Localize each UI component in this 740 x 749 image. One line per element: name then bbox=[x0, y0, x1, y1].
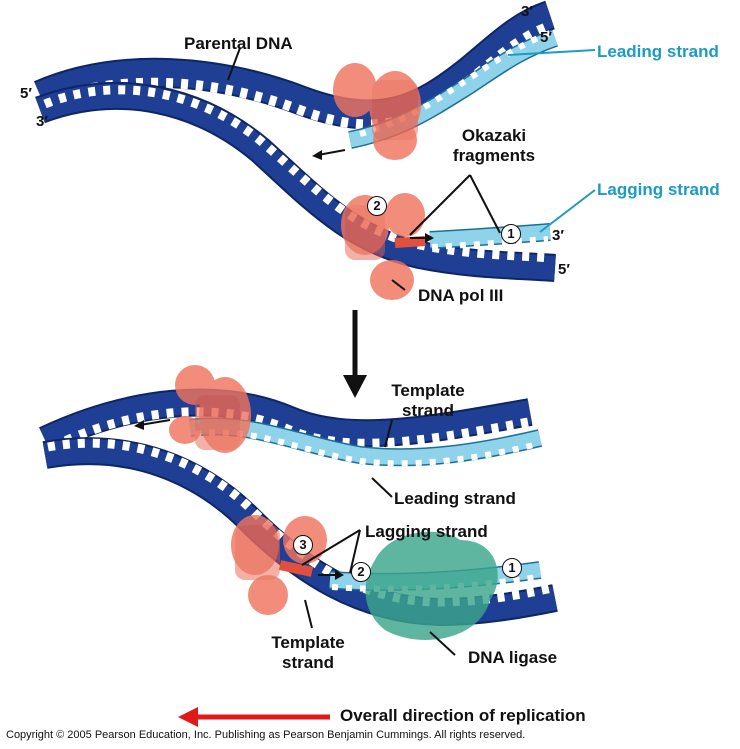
step-number-bottom-2: 2 bbox=[351, 562, 371, 582]
template-strand-1-line1: Template bbox=[391, 381, 465, 400]
leading-strand-bottom-label: Leading strand bbox=[394, 489, 516, 508]
step-number-bottom-1: 1 bbox=[502, 558, 522, 578]
copyright-notice: Copyright © 2005 Pearson Education, Inc.… bbox=[6, 729, 526, 741]
top-lower-parental-strand bbox=[35, 81, 556, 282]
overall-direction-label: Overall direction of replication bbox=[340, 706, 586, 725]
end-top-right-3: 3′ bbox=[521, 3, 533, 20]
template-strand-1-line2: strand bbox=[402, 401, 454, 420]
template-strand-2-line1: Template bbox=[271, 633, 345, 652]
end-top-left-5: 5′ bbox=[20, 85, 32, 102]
top-leading-polymerase bbox=[333, 63, 421, 160]
bottom-leading-polymerase bbox=[169, 365, 251, 453]
end-lag-3: 3′ bbox=[552, 227, 564, 244]
dna-pol-iii-label: DNA pol III bbox=[418, 286, 504, 305]
step-number-bottom-3: 3 bbox=[293, 535, 313, 555]
okazaki-label-line1: Okazaki bbox=[461, 126, 527, 145]
parental-dna-label: Parental DNA bbox=[184, 34, 293, 53]
step-number-top-1: 1 bbox=[501, 224, 521, 244]
end-top-left-3: 3′ bbox=[36, 113, 48, 130]
dna-ligase-label: DNA ligase bbox=[468, 648, 558, 667]
okazaki-label-line2: fragments bbox=[452, 146, 536, 165]
step-number-top-2: 2 bbox=[367, 196, 387, 216]
dna-ligase-shape bbox=[365, 531, 498, 640]
leading-strand-top-label: Leading strand bbox=[597, 42, 719, 61]
lagging-strand-bottom-label: Lagging strand bbox=[365, 522, 488, 541]
end-lag-5: 5′ bbox=[558, 261, 570, 278]
lagging-strand-top-label: Lagging strand bbox=[597, 180, 720, 199]
top-lagging-fragments bbox=[394, 223, 551, 250]
end-top-right-5: 5′ bbox=[540, 29, 552, 46]
template-strand-2-line2: strand bbox=[282, 653, 334, 672]
